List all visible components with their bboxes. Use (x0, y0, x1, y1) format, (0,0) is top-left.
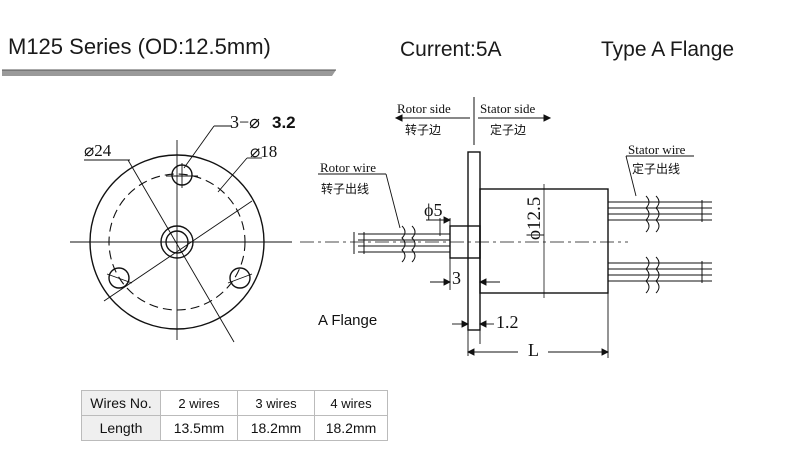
stator-side-label-zh: 定子边 (490, 123, 527, 137)
table-cell: 3 wires (237, 390, 315, 416)
table-row: Wires No. 2 wires 3 wires 4 wires (81, 390, 388, 416)
pcd-dimension: ⌀18 (250, 142, 278, 161)
table-cell: 13.5mm (160, 415, 238, 441)
body-diameter-label: ϕ12.5 (524, 196, 545, 240)
stator-wire-label: Stator wire (628, 142, 686, 157)
table-header-length: Length (81, 415, 161, 441)
current-rating: Current:5A (400, 38, 502, 61)
table-cell: 18.2mm (237, 415, 315, 441)
rotor-side-label-zh: 转子边 (405, 123, 442, 137)
rotor-side-label: Rotor side (397, 101, 451, 116)
rotor-wire-label-zh: 转子出线 (321, 182, 370, 196)
table-cell: 4 wires (314, 390, 388, 416)
table-header-wires: Wires No. (81, 390, 161, 416)
overall-length-label: L (528, 340, 539, 360)
flange-plate (467, 151, 481, 331)
wire-length-table: Wires No. 2 wires 3 wires 4 wires Length… (81, 390, 388, 441)
mount-hole-right (229, 267, 251, 289)
holes-count-label: 3−⌀ (230, 112, 260, 132)
flange-thickness-label: 1.2 (496, 312, 519, 332)
shaft-diameter-label: ϕ5 (424, 200, 443, 220)
table-cell: 18.2mm (314, 415, 388, 441)
shaft-length-label: 3 (452, 268, 461, 288)
stator-wire-label-zh: 定子出线 (632, 162, 681, 176)
flange-caption: A Flange (318, 312, 378, 329)
holes-dia-value: 3.2 (272, 113, 296, 132)
table-row: Length 13.5mm 18.2mm 18.2mm (81, 415, 388, 441)
mount-hole-left (108, 267, 130, 289)
rotor-wire-label: Rotor wire (320, 160, 376, 175)
stator-side-label: Stator side (480, 101, 536, 116)
flange-type: Type A Flange (601, 38, 735, 61)
od-dimension: ⌀24 (84, 141, 112, 160)
series-title: M125 Series (OD:12.5mm) (8, 34, 271, 59)
table-cell: 2 wires (160, 390, 238, 416)
